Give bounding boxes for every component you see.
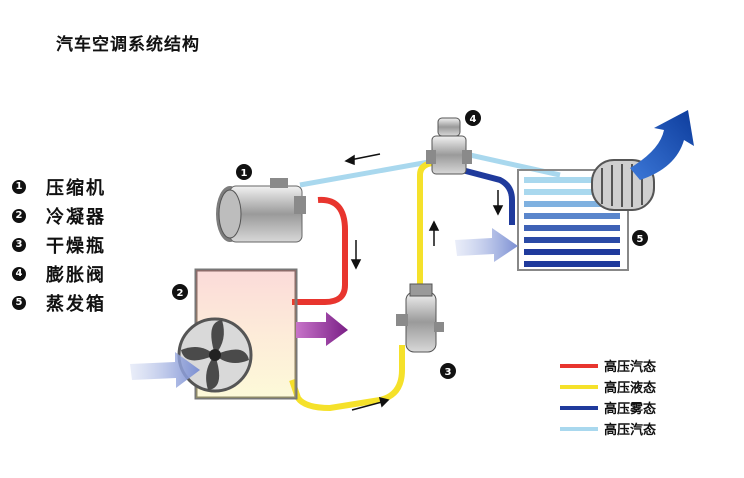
part-number: 4 [12,266,26,281]
part-number: 3 [12,237,26,252]
intake-air-arrow [130,352,200,388]
legend-label: 高压汽态 [604,360,657,375]
marker-number: 3 [445,367,452,378]
part-label: 膨胀阀 [46,264,106,286]
marker-5: 5 [632,230,648,246]
marker-3: 3 [440,363,456,379]
legend-item: 高压雾态 [560,397,656,418]
part-label: 冷凝器 [46,206,106,228]
marker-number: 5 [637,234,644,245]
discharge-pipe [292,196,348,305]
condenser-fan [177,317,253,393]
marker-number: 1 [241,168,248,179]
legend-item: 高压液态 [560,376,656,397]
part-label: 干燥瓶 [46,235,106,257]
legend-item: 高压汽态 [560,355,656,376]
part-item-condenser: 2 冷凝器 [12,201,106,230]
receiver-drier [396,283,444,353]
suction-pipe [299,157,441,188]
evaporator-inlet-pipe [461,167,515,225]
part-item-compressor: 1 压缩机 [12,172,106,201]
part-label: 蒸发箱 [46,293,106,315]
part-item-receiver-drier: 3 干燥瓶 [12,230,106,259]
parts-list: 1 压缩机 2 冷凝器 3 干燥瓶 4 膨胀阀 5 蒸发箱 [12,172,106,317]
legend-swatch [560,363,598,368]
evaporator-intake-arrow [455,228,518,262]
evaporator-outlet-pipe [469,152,561,178]
part-number: 2 [12,208,26,223]
legend-swatch [560,405,598,410]
liquid-line-pipe [289,345,405,412]
legend-swatch [560,426,598,431]
part-item-expansion-valve: 4 膨胀阀 [12,259,106,288]
part-item-evaporator: 5 蒸发箱 [12,288,106,317]
legend-label: 高压雾态 [604,402,657,417]
expansion-valve [426,117,472,175]
legend-label: 高压汽态 [604,423,657,438]
hot-air-arrow [296,312,348,346]
part-number: 5 [12,295,26,310]
part-label: 压缩机 [46,177,106,199]
part-number: 1 [12,179,26,194]
marker-number: 4 [470,114,477,125]
marker-number: 2 [177,288,184,299]
legend-label: 高压液态 [604,381,657,396]
cold-air-out-arrow [630,110,694,180]
flow-arrows [344,153,504,411]
marker-2: 2 [172,284,188,300]
legend-swatch [560,384,598,389]
legend: 高压汽态 高压液态 高压雾态 高压汽态 [560,355,656,439]
compressor [216,178,306,243]
marker-4: 4 [465,110,481,126]
page-title: 汽车空调系统结构 [56,35,200,55]
legend-item: 高压汽态 [560,418,656,439]
liquid-line-riser [417,160,433,300]
marker-1: 1 [236,164,252,180]
